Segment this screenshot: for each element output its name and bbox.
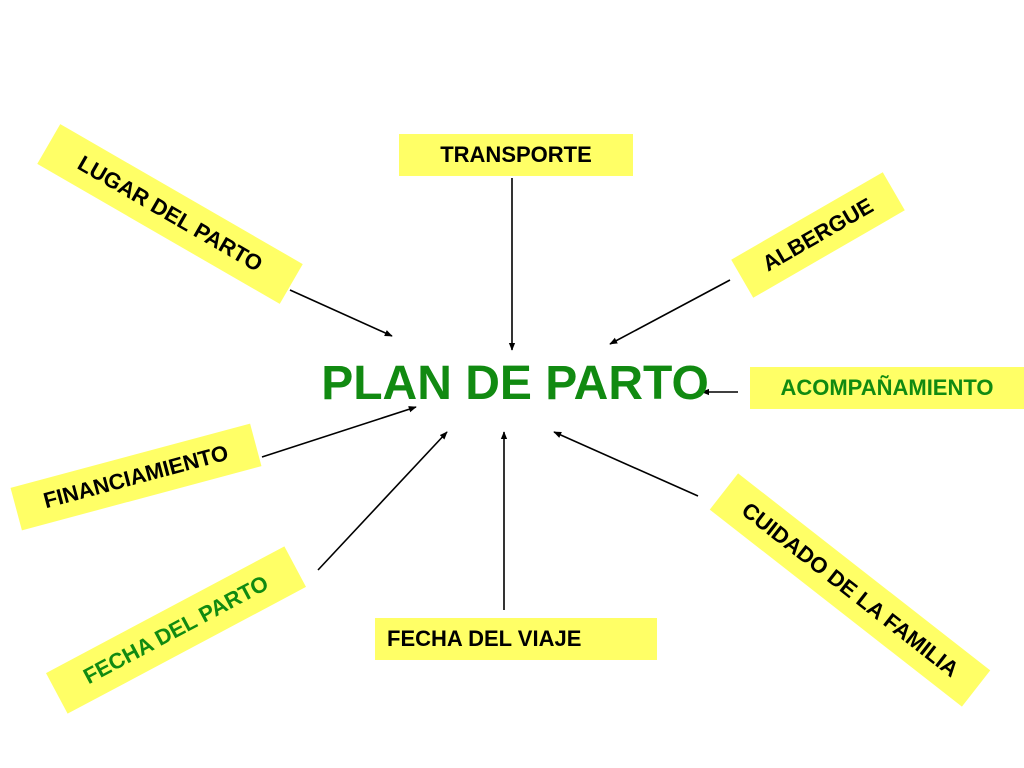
- node-acompanamiento: ACOMPAÑAMIENTO: [750, 367, 1024, 409]
- node-fecha-del-viaje-label: FECHA DEL VIAJE: [387, 626, 582, 651]
- node-acompanamiento-label: ACOMPAÑAMIENTO: [780, 375, 994, 400]
- arrow-albergue: [609, 279, 731, 345]
- arrow-lugar-del-parto: [289, 289, 393, 337]
- arrow-financiamiento: [261, 406, 417, 458]
- node-transporte-label: TRANSPORTE: [440, 142, 592, 167]
- center-title: PLAN DE PARTO: [321, 357, 709, 410]
- arrow-cuidado-de-la-familia: [553, 431, 699, 497]
- node-transporte: TRANSPORTE: [399, 134, 633, 176]
- node-fecha-del-viaje: FECHA DEL VIAJE: [375, 618, 657, 660]
- arrow-fecha-del-parto: [317, 431, 448, 571]
